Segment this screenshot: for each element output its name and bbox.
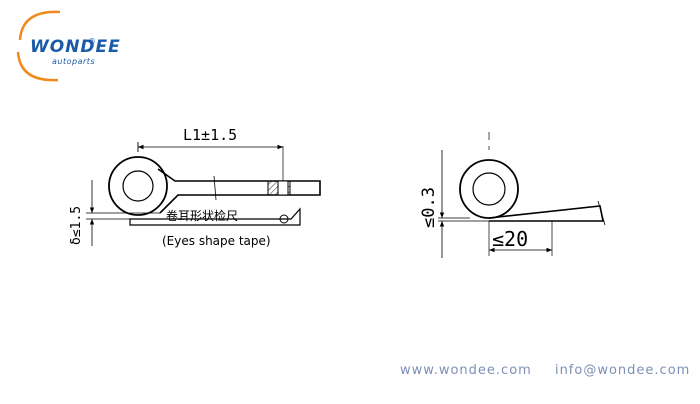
footer-website[interactable]: www.wondee.com <box>400 363 532 378</box>
right-leaf-break-line <box>597 200 606 226</box>
left-eye-inner-circle <box>122 170 154 202</box>
logo-registered-mark: ® <box>88 37 96 46</box>
gauge-name-en: (Eyes shape tape) <box>162 234 271 248</box>
gauge-name-cn: 卷耳形状检尺 <box>166 208 238 223</box>
right-eye-inner-circle <box>472 172 506 206</box>
gauge-base-plate <box>129 207 301 226</box>
l1-dimension-label: L1±1.5 <box>183 126 237 144</box>
left-eye-outer-circle <box>108 156 168 216</box>
logo-sub-text: autoparts <box>52 57 95 66</box>
footer-contact: www.wondee.com info@wondee.com <box>400 363 700 378</box>
gauge-pin-hole <box>279 214 289 224</box>
left-eye-drawing <box>86 142 321 246</box>
logo-brand-text: WONDEE <box>30 37 121 57</box>
footer-email[interactable]: info@wondee.com <box>554 363 691 378</box>
right-eye-drawing <box>438 132 606 258</box>
logo-swoosh-top <box>18 10 61 41</box>
left-leaf-break-line <box>213 175 217 201</box>
logo-swoosh-bottom <box>16 51 59 82</box>
gap-dimension-label: ≤0.3 <box>419 187 439 228</box>
length-dimension-label: ≤20 <box>492 227 528 251</box>
delta-dimension-label: δ≤1.5 <box>69 206 84 245</box>
left-leaf-body <box>157 168 321 214</box>
brand-logo: WONDEE ® autoparts <box>16 10 121 82</box>
right-eye-outer-circle <box>459 159 519 219</box>
gauge-slot <box>277 180 289 196</box>
